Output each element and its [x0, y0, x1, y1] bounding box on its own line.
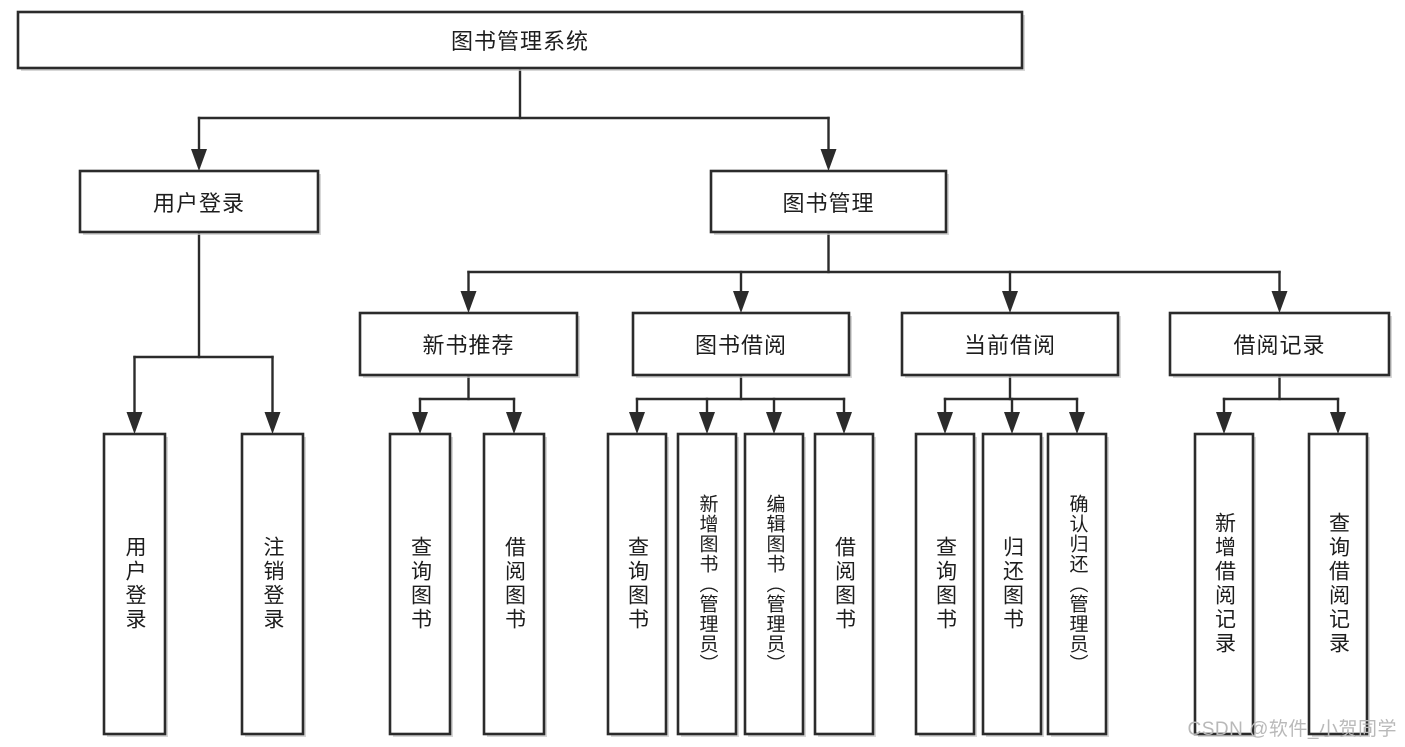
edge-arrowhead: [766, 412, 782, 434]
edge-arrowhead: [191, 149, 207, 171]
node-leaf-2-1-1[interactable]: [388, 432, 452, 736]
edge-arrowhead: [1271, 291, 1288, 313]
edge-arrowhead: [126, 412, 143, 434]
node-leaf-2-2-2[interactable]: [676, 432, 738, 736]
node-level2-2-1[interactable]: [358, 311, 579, 377]
edge-arrowhead: [836, 412, 852, 434]
node-level2-1-1[interactable]: [102, 432, 167, 736]
node-leaf-2-3-2[interactable]: [981, 432, 1043, 736]
node-level2-2-4[interactable]: [1168, 311, 1391, 377]
edge-arrowhead: [460, 291, 477, 313]
edge-arrowhead: [733, 291, 749, 313]
node-level2-2-3[interactable]: [900, 311, 1120, 377]
boxes-layer: [16, 10, 1392, 737]
edge-arrowhead: [1002, 291, 1018, 313]
node-leaf-2-2-4[interactable]: [813, 432, 875, 736]
node-leaf-2-4-1[interactable]: [1193, 432, 1255, 736]
edge-arrowhead: [1004, 412, 1020, 434]
node-leaf-2-1-2[interactable]: [482, 432, 546, 736]
watermark-text: CSDN @软件_小贺同学: [1187, 719, 1397, 740]
edge-arrowhead: [699, 412, 715, 434]
node-level2-1-2[interactable]: [240, 432, 305, 736]
node-leaf-2-3-1[interactable]: [914, 432, 976, 736]
edge-arrowhead: [820, 149, 837, 171]
node-leaf-2-2-1[interactable]: [606, 432, 668, 736]
edge-arrowhead: [506, 412, 522, 434]
node-level2-2-2[interactable]: [631, 311, 851, 377]
node-level1-1[interactable]: [78, 169, 320, 234]
node-leaf-2-2-3[interactable]: [743, 432, 805, 736]
edge-arrowhead: [412, 412, 428, 434]
node-leaf-2-4-2[interactable]: [1307, 432, 1369, 736]
edge-arrowhead: [1069, 412, 1085, 434]
node-leaf-2-3-3[interactable]: [1046, 432, 1108, 736]
edge-arrowhead: [629, 412, 645, 434]
edge-arrowhead: [1216, 412, 1232, 434]
edges-layer: [126, 66, 1346, 434]
edge-arrowhead: [264, 412, 281, 434]
node-root-图书管理系统[interactable]: [16, 10, 1024, 70]
edge-arrowhead: [937, 412, 953, 434]
edge-arrowhead: [1330, 412, 1346, 434]
node-level1-2[interactable]: [709, 169, 948, 234]
